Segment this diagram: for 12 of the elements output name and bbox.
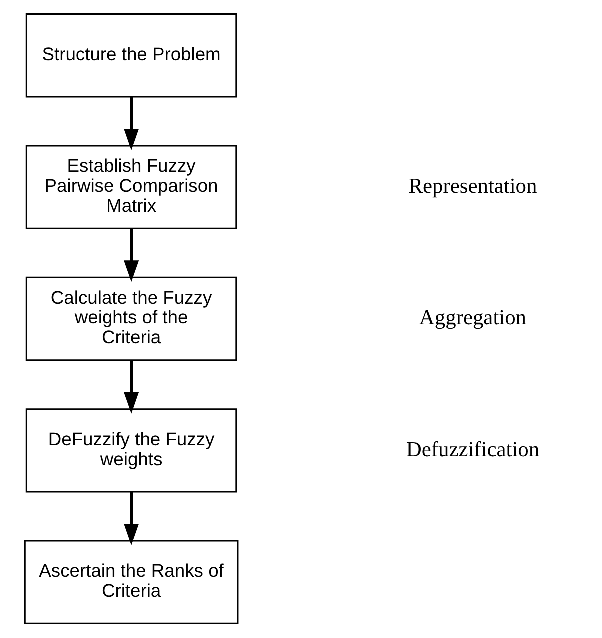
label: Defuzzification [406, 437, 540, 462]
node-box: Establish Fuzzy Pairwise Comparison Matrix [25, 145, 237, 230]
node-box: DeFuzzify the Fuzzy weights [25, 408, 237, 493]
arrow [124, 97, 139, 150]
node-box: Structure the Problem [25, 14, 237, 98]
label: Aggregation [418, 306, 526, 330]
arrow [124, 492, 139, 546]
arrow [124, 228, 139, 282]
label: Representation [408, 174, 537, 198]
node-box: Calculate the Fuzzy weights of the Criteria [25, 276, 237, 362]
arrow [124, 360, 139, 414]
node-box: Ascertain the Ranks of Criteria [24, 540, 238, 624]
